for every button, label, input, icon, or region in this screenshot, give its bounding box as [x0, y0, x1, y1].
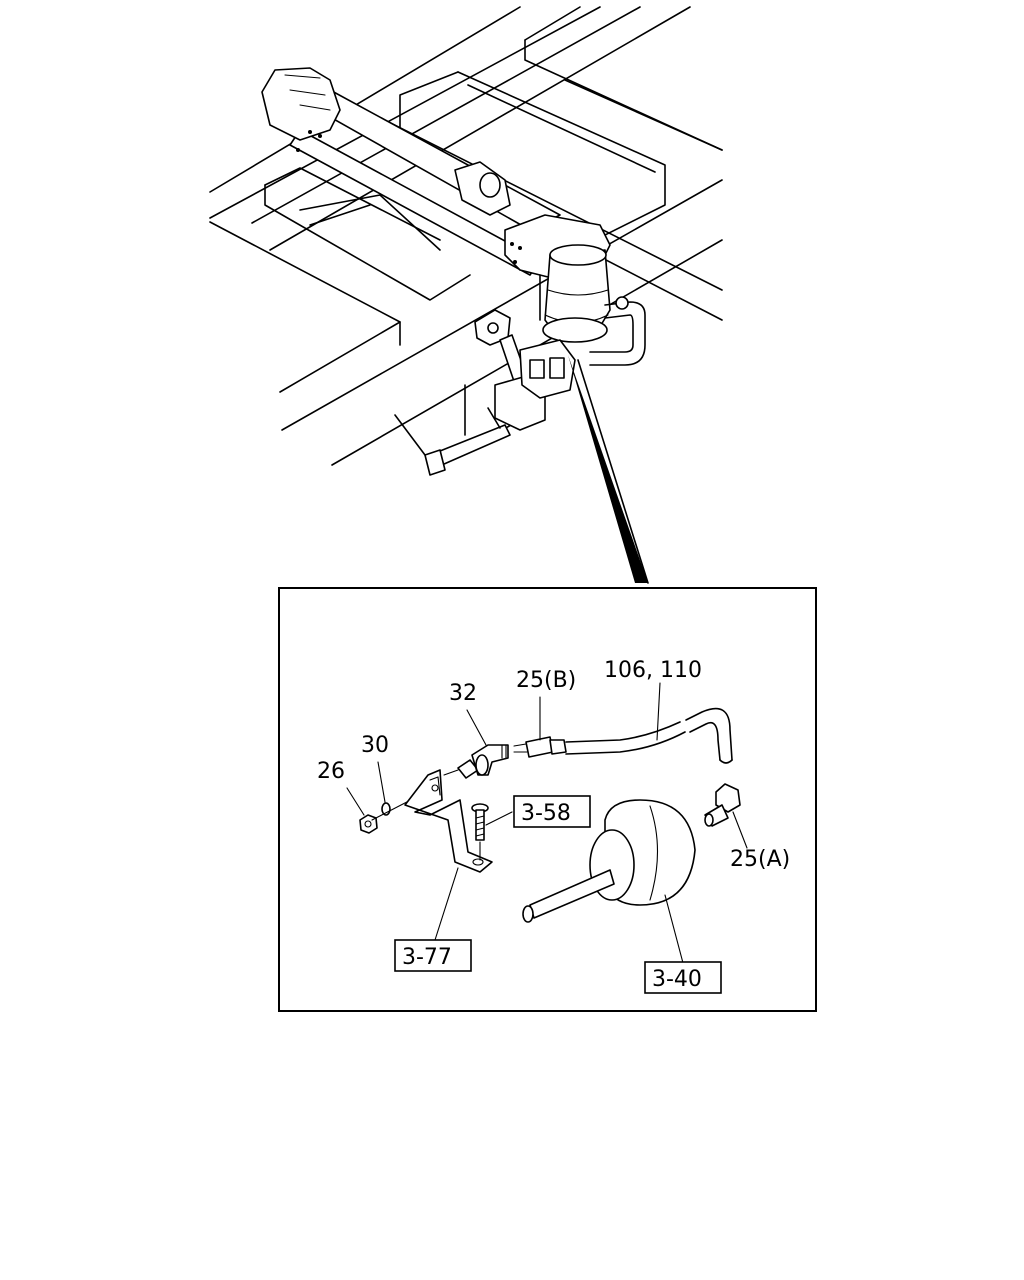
svg-text:3-58: 3-58 [521, 801, 571, 826]
hose-106-110 [565, 707, 733, 764]
ref-3-58: 3-58 [513, 795, 591, 828]
callout-32: 32 [449, 681, 477, 706]
callout-labels: 26 30 32 25(B) 106, 110 25(A) [317, 658, 790, 872]
chassis-frame-overview [209, 6, 723, 584]
elbow-fitting-32 [443, 744, 509, 779]
callout-106-110: 106, 110 [604, 658, 702, 683]
reference-labels: 3-58 3-77 3-40 [394, 795, 722, 994]
callout-30: 30 [361, 733, 389, 758]
svg-text:3-77: 3-77 [402, 945, 452, 970]
detail-parts [346, 682, 748, 964]
callout-25b: 25(B) [516, 668, 576, 693]
callout-26: 26 [317, 759, 345, 784]
nut-part-26 [359, 814, 378, 834]
brake-chamber-3-40 [522, 799, 696, 923]
connector-25a [704, 783, 741, 827]
ref-3-40: 3-40 [644, 961, 722, 994]
bolt-3-58 [471, 803, 489, 861]
connector-25b [513, 736, 567, 758]
svg-text:3-40: 3-40 [652, 967, 702, 992]
bracket-3-77 [404, 769, 493, 873]
ref-3-77: 3-77 [394, 939, 472, 972]
callout-25a: 25(A) [730, 847, 790, 872]
